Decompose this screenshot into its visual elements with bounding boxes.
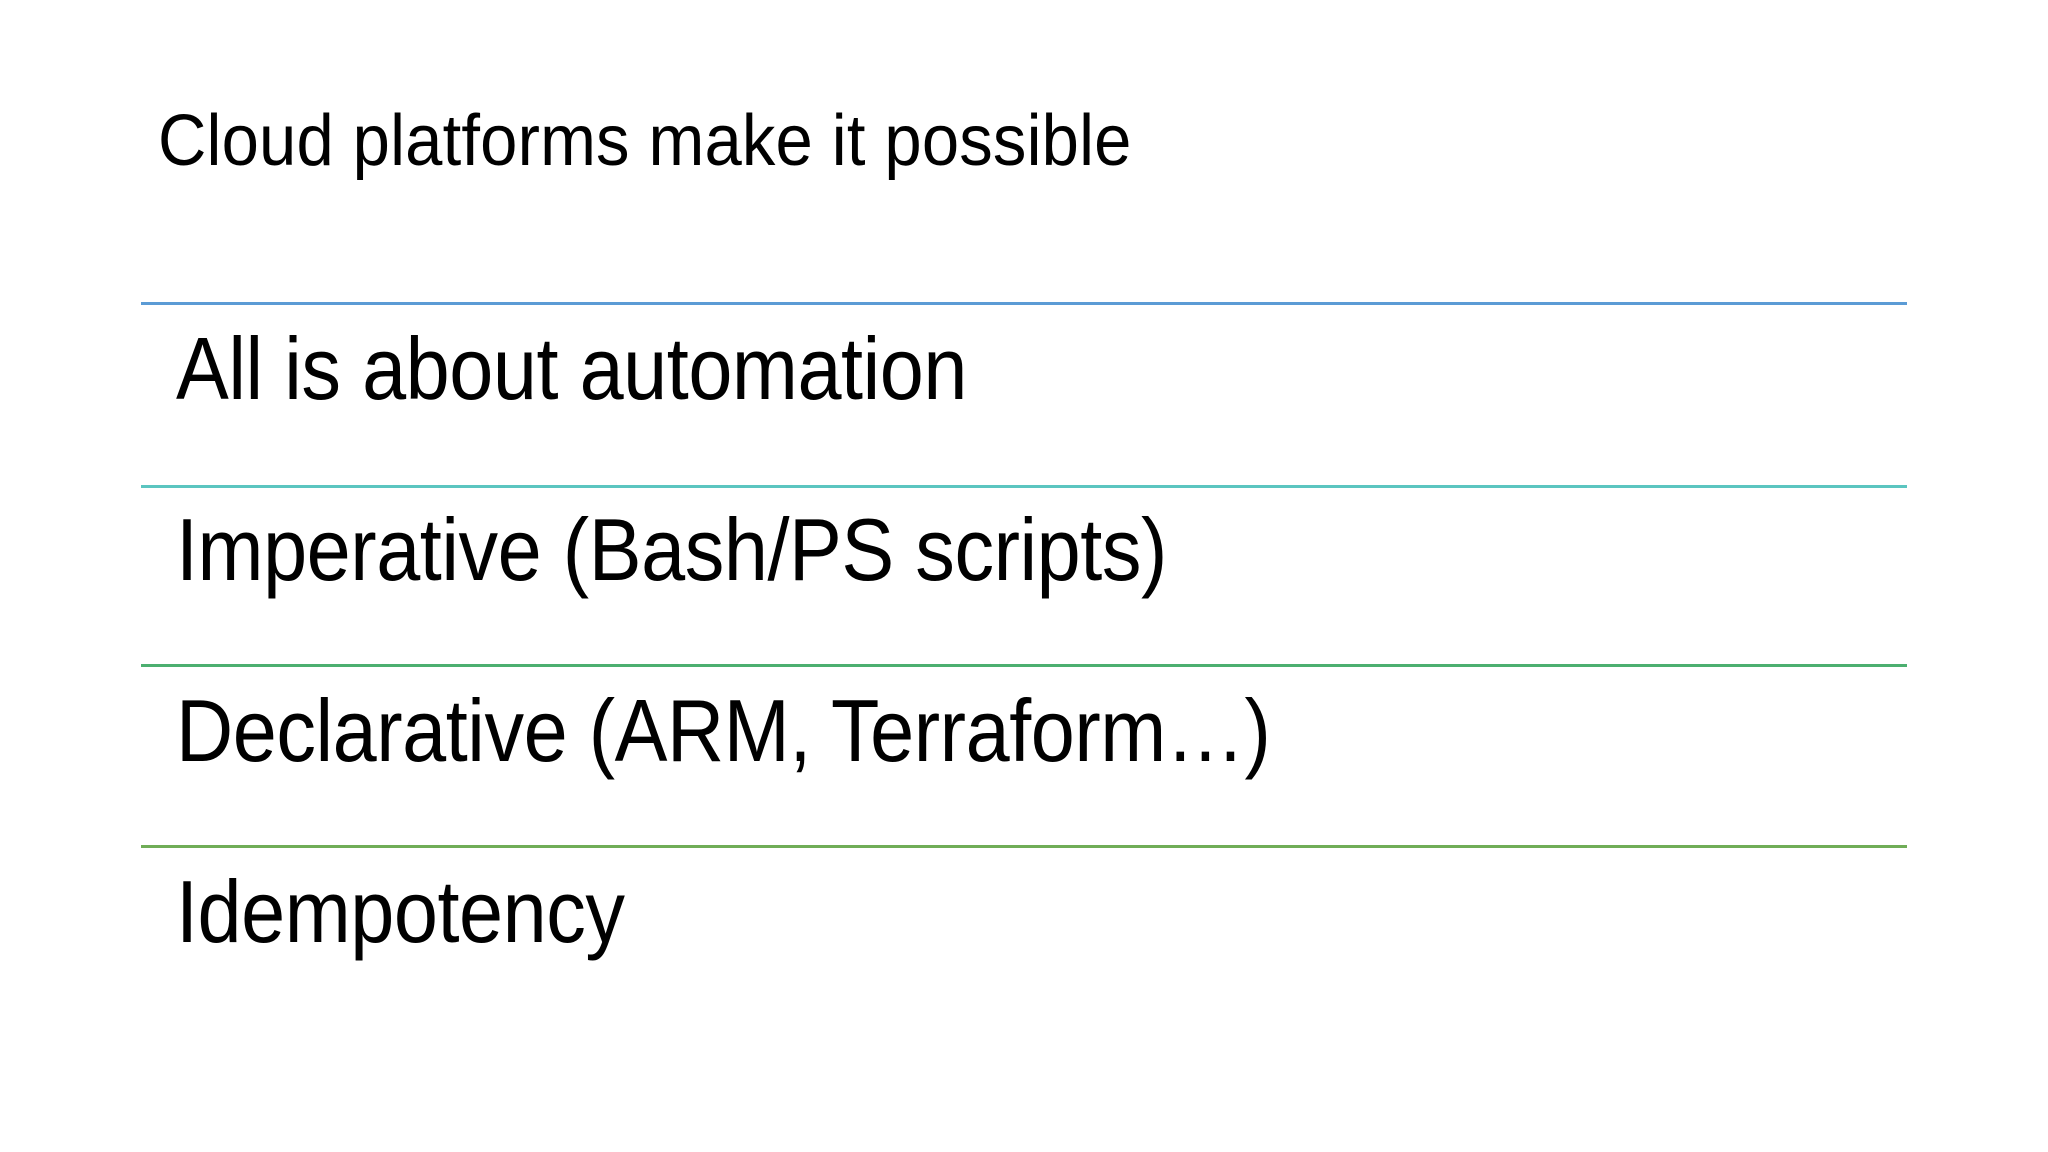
list-item-idempotency: Idempotency: [176, 862, 625, 961]
list-item-imperative: Imperative (Bash/PS scripts): [176, 500, 1167, 599]
list-item-declarative: Declarative (ARM, Terraform…): [176, 681, 1271, 780]
divider-teal: [141, 485, 1907, 488]
page-title: Cloud platforms make it possible: [158, 101, 1132, 181]
divider-green: [141, 664, 1907, 667]
list-item-automation: All is about automation: [176, 319, 967, 418]
divider-olive: [141, 845, 1907, 848]
divider-blue: [141, 302, 1907, 305]
